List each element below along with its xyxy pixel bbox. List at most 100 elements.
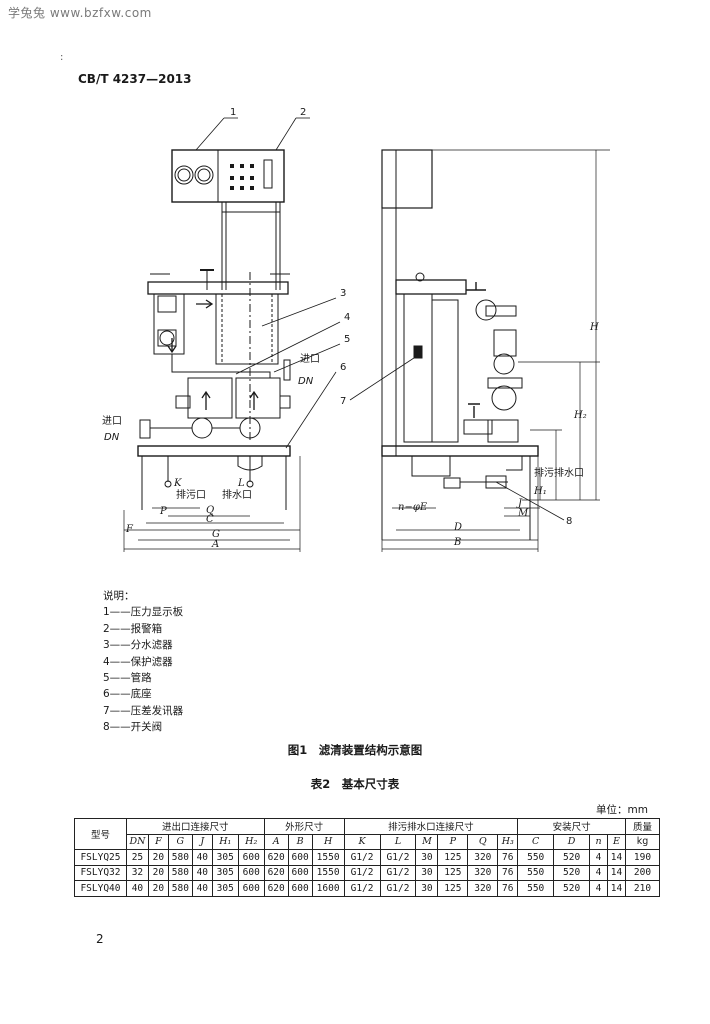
page-number: 2: [96, 932, 104, 946]
unit-note: 单位：mm: [596, 804, 648, 816]
header-outline: 外形尺寸: [263, 818, 345, 835]
table-cell: 550: [517, 849, 555, 866]
table-cell: 520: [553, 849, 591, 866]
callout-8: 8: [566, 516, 572, 527]
dim-M: M: [517, 508, 529, 519]
table-cell: 4: [589, 864, 608, 881]
callout-5: 5: [344, 334, 350, 345]
table-cell: 125: [437, 864, 469, 881]
inlet-left-dn: DN: [104, 432, 120, 443]
dim-F: F: [125, 524, 134, 535]
dim-n-phi-E: n−φE: [398, 502, 428, 513]
header-mass: 质量: [624, 818, 661, 835]
callout-2: 2: [300, 107, 306, 118]
table-cell: 600: [287, 849, 313, 866]
table-cell: 125: [437, 849, 469, 866]
water-outlet-label: 排水口: [222, 488, 252, 501]
dimension-table: 型号 进出口连接尺寸 外形尺寸 排污排水口连接尺寸 安装尺寸 质量 DN F G…: [74, 818, 661, 897]
callout-7: 7: [340, 396, 346, 407]
table-cell: 30: [415, 849, 439, 866]
model-cell: FSLYQ40: [74, 880, 127, 897]
callout-4: 4: [344, 312, 350, 323]
subheader-cell: P: [437, 833, 469, 850]
table-cell: 76: [497, 864, 519, 881]
figure-caption: 图1 滤清装置结构示意图: [287, 743, 423, 757]
table-cell: 550: [517, 880, 555, 897]
table-caption: 表2 基本尺寸表: [310, 777, 400, 791]
subheader-cell: E: [606, 833, 626, 850]
legend-item: 4——保护滤器: [103, 655, 173, 668]
table-cell: 600: [237, 849, 265, 866]
header-install: 安装尺寸: [517, 818, 626, 835]
table-cell: 600: [237, 864, 265, 881]
table-cell: 210: [624, 880, 661, 897]
table-cell: 580: [167, 880, 193, 897]
subheader-cell: G: [167, 833, 193, 850]
callout-1: 1: [230, 107, 236, 118]
table-cell: 620: [263, 849, 289, 866]
table-cell: 200: [624, 864, 661, 881]
table-cell: 40: [191, 880, 213, 897]
subheader-cell: A: [263, 833, 289, 850]
subheader-cell: B: [287, 833, 313, 850]
drain-water-outlet-label: 排污排水口: [534, 466, 584, 479]
header-model: 型号: [74, 818, 127, 850]
model-cell: FSLYQ25: [74, 849, 127, 866]
subheader-cell: H₃: [497, 833, 519, 850]
legend-item: 2——报警箱: [103, 622, 163, 635]
model-cell: FSLYQ32: [74, 864, 127, 881]
subheader-cell: K: [343, 833, 381, 850]
table-cell: 20: [147, 849, 169, 866]
corner-mark: :: [60, 52, 64, 63]
filter-device-drawing: 1 2 3 4 5 6 7 8 进口 DN 进口 DN 排污口 排水口 排污排水…: [102, 107, 610, 552]
subheader-cell: F: [147, 833, 169, 850]
header-drain: 排污排水口连接尺寸: [343, 818, 519, 835]
table-cell: 600: [287, 864, 313, 881]
subheader-cell: J: [191, 833, 213, 850]
legend-item: 1——压力显示板: [103, 606, 184, 619]
table-cell: 190: [624, 849, 661, 866]
dim-K: K: [173, 478, 182, 489]
table-cell: 520: [553, 864, 591, 881]
legend-item: 5——管路: [103, 672, 152, 685]
table-cell: 600: [237, 880, 265, 897]
subheader-cell: L: [379, 833, 417, 850]
dim-P: P: [159, 506, 167, 517]
table-cell: 620: [263, 880, 289, 897]
watermark: 学兔兔 www.bzfxw.com: [8, 6, 152, 20]
legend-title: 说明：: [103, 590, 135, 602]
table-cell: 550: [517, 864, 555, 881]
table-cell: 580: [167, 864, 193, 881]
table-cell: 40: [125, 880, 149, 897]
legend: 说明： 1——压力显示板 2——报警箱 3——分水滤器 4——保护滤器 5——管…: [103, 588, 183, 736]
table-cell: 600: [287, 880, 313, 897]
drain-outlet-label: 排污口: [176, 488, 206, 501]
table-cell: 76: [497, 849, 519, 866]
inlet-mid-label: 进口: [300, 353, 320, 365]
table-cell: G1/2: [343, 880, 381, 897]
subheader-cell: Q: [467, 833, 499, 850]
dim-H2: H₂: [573, 410, 587, 421]
legend-item: 8——开关阀: [103, 721, 163, 734]
dim-B: B: [453, 537, 461, 548]
table-cell: 305: [211, 849, 239, 866]
subheader-cell: D: [553, 833, 591, 850]
table-cell: 305: [211, 880, 239, 897]
subheader-cell: H₂: [237, 833, 265, 850]
subheader-cell: H: [311, 833, 345, 850]
inlet-left-label: 进口: [102, 415, 122, 427]
table-cell: 1550: [311, 864, 345, 881]
table-subheader-row: DN F G J H₁ H₂ A B H K L M P Q H₃ C D n …: [75, 833, 661, 850]
table-cell: 14: [606, 864, 626, 881]
table-cell: 14: [606, 849, 626, 866]
table-cell: 14: [606, 880, 626, 897]
dim-J: J: [516, 498, 523, 509]
table-cell: G1/2: [343, 864, 381, 881]
table-header-row: 型号 进出口连接尺寸 外形尺寸 排污排水口连接尺寸 安装尺寸 质量: [74, 818, 661, 850]
dim-H1: H₁: [533, 486, 547, 497]
table-cell: 20: [147, 880, 169, 897]
subheader-cell: n: [589, 833, 608, 850]
table-cell: 520: [553, 880, 591, 897]
table-cell: 40: [191, 849, 213, 866]
